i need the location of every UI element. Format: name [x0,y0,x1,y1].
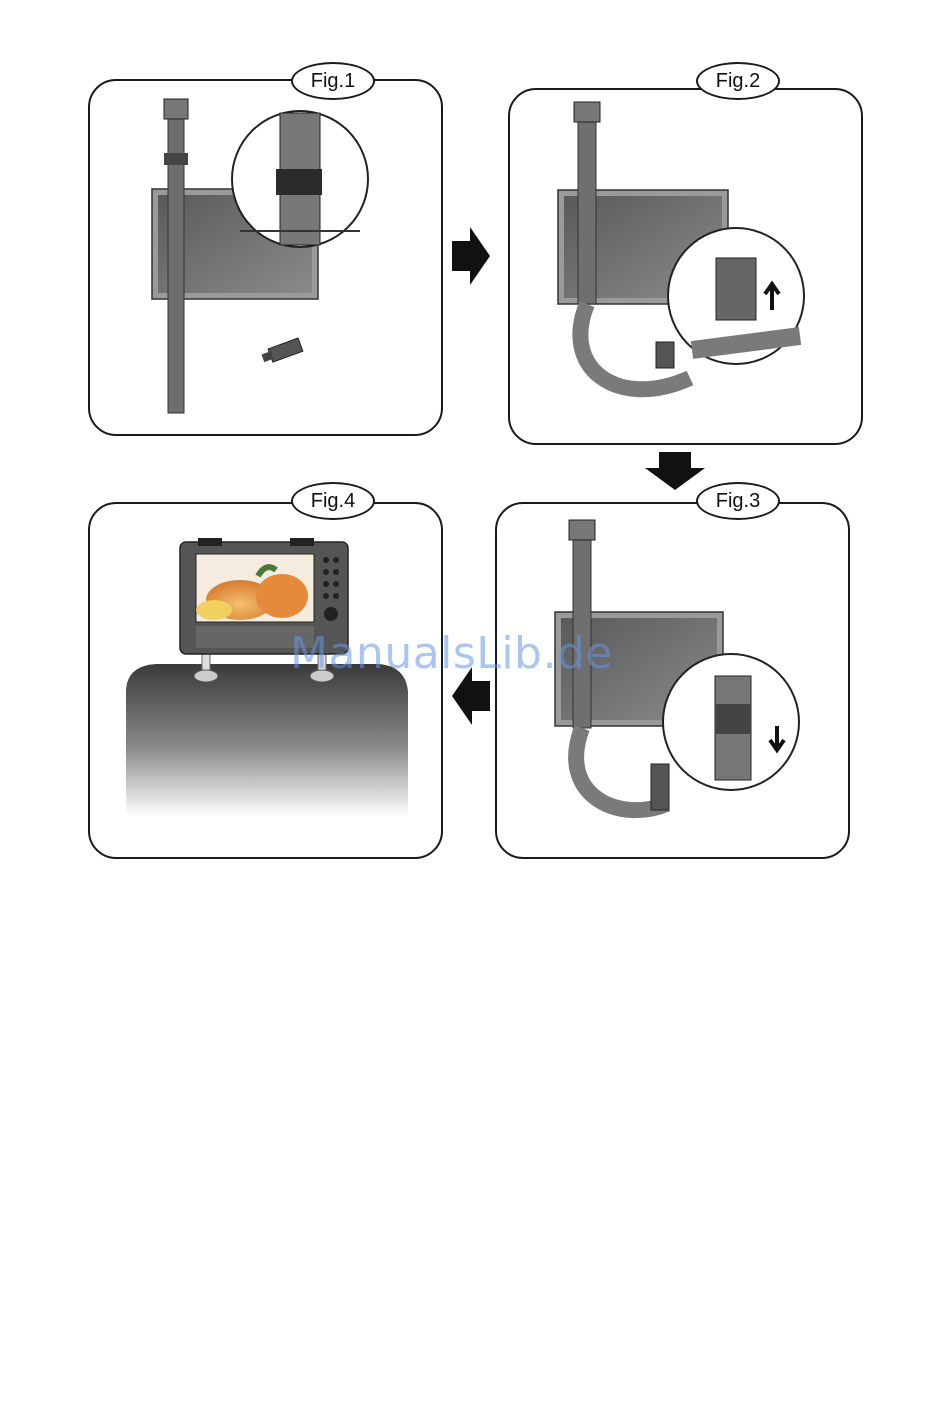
watermark-text: ManualsLib.de [290,628,613,679]
figure-2-illustration [510,90,863,445]
fig-1-label: Fig.1 [291,62,375,100]
figure-1-panel [88,79,443,436]
fig-3-label: Fig.3 [696,482,780,520]
figure-2-panel [508,88,863,445]
arrow-down-icon [643,450,707,492]
fig-4-label: Fig.4 [291,482,375,520]
figure-4-panel [88,502,443,859]
figure-3-panel [495,502,850,859]
figure-4-illustration [90,504,443,859]
figure-3-illustration [497,504,850,859]
fig-2-label: Fig.2 [696,62,780,100]
arrow-right-icon [450,225,492,287]
figure-1-illustration [90,81,443,436]
